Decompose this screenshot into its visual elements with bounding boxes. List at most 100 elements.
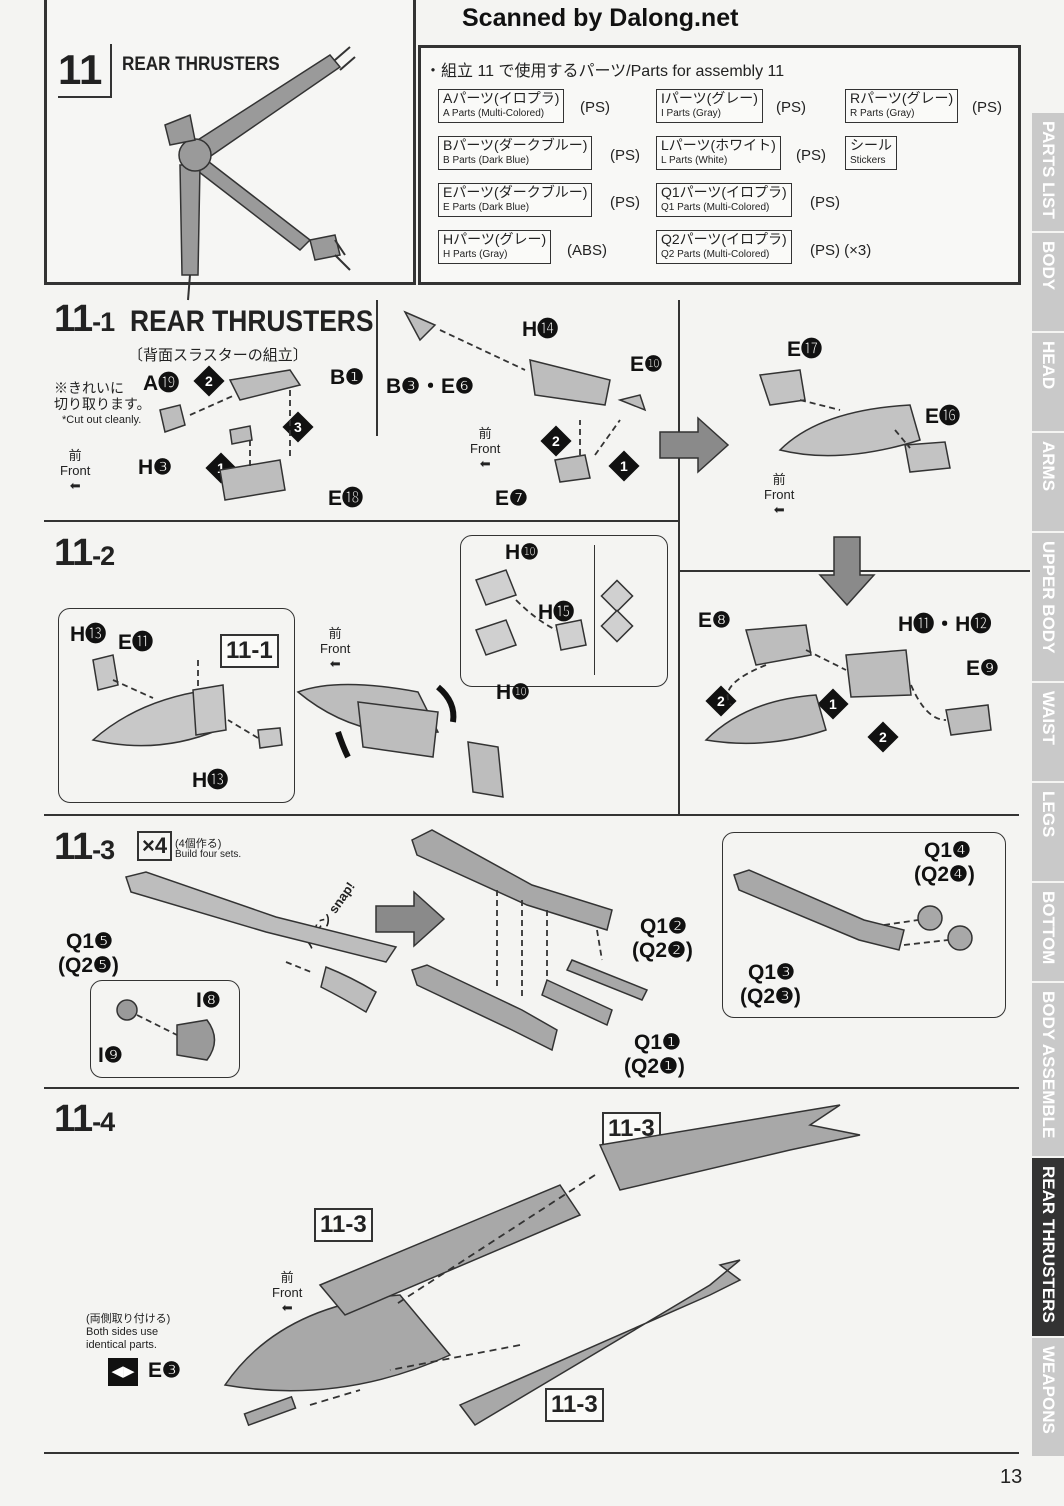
cut-note-en: *Cut out cleanly.	[62, 414, 142, 426]
part-label: Q1❶	[634, 1031, 681, 1054]
divider	[44, 1452, 1019, 1454]
tab-body-assemble[interactable]: BODY ASSEMBLE	[1032, 983, 1064, 1158]
part-label: A⓳	[143, 372, 180, 395]
part-label: E⓱	[787, 338, 823, 361]
part-label: H❸	[138, 456, 172, 479]
parts-tag-b: Bパーツ(ダークブルー)B Parts (Dark Blue)	[438, 136, 593, 170]
both-sides-jp: (両側取り付ける)	[86, 1313, 171, 1325]
part-label: E⓲	[328, 487, 364, 510]
part-label: E⓰	[925, 405, 961, 428]
substep-11-1-title: REAR THRUSTERS	[130, 305, 374, 338]
part-label: E❿	[630, 353, 663, 376]
multiplier-jp: (4個作る)	[175, 838, 222, 850]
tab-body[interactable]: BODY	[1032, 233, 1064, 333]
substep-11-3-frame-illustration	[125, 871, 398, 1014]
parts-material: (PS)	[810, 194, 840, 211]
parts-material: (PS) (×3)	[810, 242, 872, 259]
part-label: Q1❸	[748, 961, 795, 984]
part-label: B❶	[330, 366, 364, 389]
part-label: (Q2❹)	[914, 863, 975, 886]
part-label: B❸・E❻	[386, 375, 474, 398]
divider	[376, 300, 378, 436]
hinge-detail-illustration	[475, 569, 634, 656]
tab-legs[interactable]: LEGS	[1032, 783, 1064, 883]
parts-material: (PS)	[580, 99, 610, 116]
step-title: REAR THRUSTERS	[122, 54, 280, 75]
next-arrow	[659, 416, 730, 474]
parts-tag-l: Lパーツ(ホワイト)L Parts (White)	[656, 136, 781, 170]
part-label: (Q2❶)	[624, 1055, 685, 1078]
detail-box	[460, 535, 668, 687]
parts-tag-q2: Q2パーツ(イロプラ)Q2 Parts (Multi-Colored)	[656, 230, 792, 264]
parts-material: (PS)	[610, 147, 640, 164]
tab-weapons[interactable]: WEAPONS	[1032, 1338, 1064, 1458]
tab-bottom[interactable]: BOTTOM	[1032, 883, 1064, 983]
thruster-detail-illustration	[733, 869, 973, 951]
parts-tag-h: Hパーツ(グレー)H Parts (Gray)	[438, 230, 552, 264]
parts-material: (PS)	[610, 194, 640, 211]
divider	[678, 510, 680, 815]
part-label: Q1❺	[66, 930, 113, 953]
tab-head[interactable]: HEAD	[1032, 333, 1064, 433]
part-label: E❸	[148, 1359, 181, 1382]
substep-11-1-jp-title: 〔背面スラスターの組立〕	[128, 347, 308, 364]
detail-box	[58, 608, 295, 803]
part-label: E⓫	[118, 631, 154, 654]
tab-waist[interactable]: WAIST	[1032, 683, 1064, 783]
part-label: H⓫・H⓬	[898, 613, 992, 636]
sub11-1-result-illustration	[758, 369, 951, 473]
page-number: 13	[1000, 1466, 1023, 1488]
part-label: H❿	[505, 541, 539, 564]
divider	[44, 1087, 1019, 1089]
substep-11-4-number: 11-4	[54, 1098, 115, 1140]
reference-box: 11-3	[545, 1388, 604, 1422]
parts-tag-e: Eパーツ(ダークブルー)E Parts (Dark Blue)	[438, 183, 593, 217]
parts-material: (ABS)	[567, 242, 608, 259]
substep-11-4-assembly-illustration	[223, 1104, 861, 1427]
parts-material: (PS)	[796, 147, 826, 164]
substep-11-3-main-illustration	[411, 829, 649, 1052]
part-label: H⓭	[70, 623, 107, 646]
watermark-text: Scanned by Dalong.net	[462, 4, 739, 32]
substep-11-2-main-illustration	[296, 683, 504, 798]
tab-arms[interactable]: ARMS	[1032, 433, 1064, 533]
parts-tag-q1: Q1パーツ(イロプラ)Q1 Parts (Multi-Colored)	[656, 183, 792, 217]
tab-upper-body[interactable]: UPPER BODY	[1032, 533, 1064, 683]
parts-tag-a: Aパーツ(イロプラ)A Parts (Multi-Colored)	[438, 89, 565, 123]
substep-11-2-detail-illustration	[91, 654, 283, 749]
part-label: Q1❹	[924, 839, 971, 862]
part-label: H❿	[496, 681, 530, 704]
detail-box	[90, 980, 240, 1078]
nozzle-detail-illustration	[116, 999, 216, 1061]
part-label: (Q2❺)	[58, 954, 119, 977]
part-label: (Q2❷)	[632, 939, 693, 962]
multiplier-en: Build four sets.	[175, 849, 242, 860]
parts-tag-r: Rパーツ(グレー)R Parts (Gray)	[845, 89, 959, 123]
part-label: Q1❷	[640, 915, 687, 938]
step-number: 11	[58, 44, 112, 98]
reference-box: 11-3	[314, 1208, 373, 1242]
substep-11-1-illustration	[159, 310, 647, 501]
part-label: (Q2❸)	[740, 985, 801, 1008]
part-label: E❽	[698, 609, 731, 632]
tab-parts-list[interactable]: PARTS LIST	[1032, 113, 1064, 233]
detail-box	[722, 832, 1006, 1018]
parts-header: ・組立 11 で使用するパーツ/Parts for assembly 11	[425, 63, 785, 80]
part-label: I❾	[98, 1044, 123, 1067]
rear-thrusters-overview-illustration	[164, 46, 356, 301]
tab-rear-thrusters[interactable]: REAR THRUSTERS	[1032, 1158, 1064, 1338]
part-label: I❽	[196, 989, 221, 1012]
down-arrow	[818, 536, 876, 607]
substep-11-2-right-illustration	[704, 624, 992, 745]
parts-material: (PS)	[776, 99, 806, 116]
multiplier-badge: ×4	[137, 831, 173, 861]
both-sides-en: Both sides use identical parts.	[86, 1326, 159, 1351]
parts-tag-i: Iパーツ(グレー)I Parts (Gray)	[656, 89, 763, 123]
cut-note-jp: ※きれいに 切り取ります。	[54, 380, 151, 412]
substep-11-2-number: 11-2	[54, 532, 115, 574]
divider	[594, 545, 595, 675]
